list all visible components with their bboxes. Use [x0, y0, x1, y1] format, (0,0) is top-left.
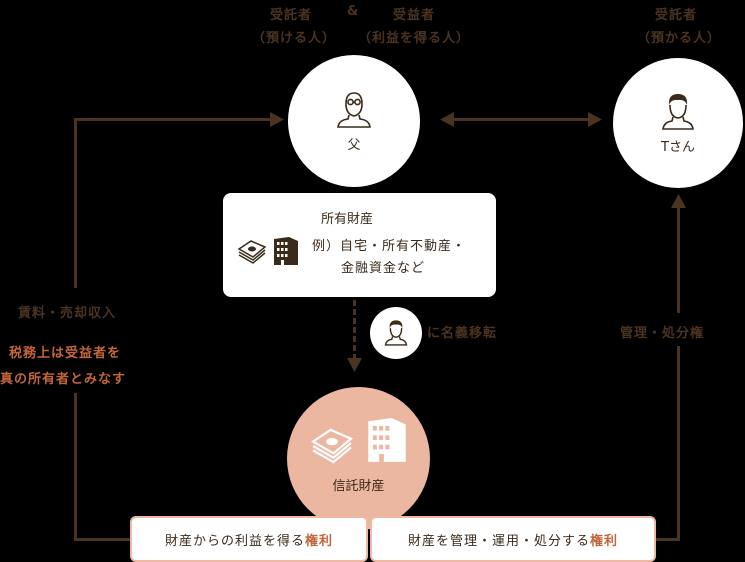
arrow-up-icon — [671, 194, 686, 208]
settlor-desc-label: （預ける人） — [252, 31, 337, 46]
father-name: 父 — [347, 137, 361, 153]
trustee-desc-label: （預かる人） — [637, 31, 722, 46]
trustee-node: Tさん — [613, 58, 743, 188]
money-stack-icon — [237, 240, 267, 264]
benefit-rights-box: 財産からの利益を得る権利 — [130, 516, 368, 562]
money-stack-icon — [310, 428, 353, 464]
management-line-upper — [677, 205, 680, 313]
management-label: 管理・処分権 — [620, 326, 705, 341]
income-label: 賃料・売却収入 — [18, 306, 117, 321]
management-line-bottom — [652, 538, 680, 541]
management-line-lower — [677, 346, 680, 541]
income-line-top — [74, 118, 274, 121]
ampersand-label: & — [347, 4, 360, 19]
arrow-right-icon — [588, 112, 602, 127]
person-icon — [384, 320, 408, 346]
building-icon — [367, 418, 406, 462]
management-rights-box: 財産を管理・運用・処分する権利 — [370, 516, 656, 562]
management-rights-text: 財産を管理・運用・処分する — [407, 533, 590, 549]
arrow-left-icon — [440, 112, 454, 127]
property-title: 所有財産 — [321, 212, 374, 227]
father-node: 父 — [288, 55, 420, 187]
income-line-upper — [74, 118, 77, 288]
relation-line — [444, 118, 594, 121]
settlor-role-label: 受託者 — [270, 8, 313, 23]
trust-property-node: 信託財産 — [287, 387, 430, 530]
arrow-right-icon — [270, 112, 284, 127]
property-example-line1: 例）自宅・所有不動産・ — [312, 239, 467, 254]
building-icon — [274, 237, 298, 265]
beneficiary-desc-label: （利益を得る人） — [358, 31, 471, 46]
transfer-label: に名義移転 — [427, 326, 498, 341]
income-line-lower — [74, 393, 77, 541]
arrow-down-icon — [347, 358, 362, 372]
trust-property-name: 信託財産 — [332, 479, 385, 494]
trustee-role-label: 受託者 — [655, 8, 698, 23]
tax-note-line1: 税務上は受益者を — [9, 346, 122, 361]
benefit-rights-text: 財産からの利益を得る — [164, 533, 305, 549]
person-icon — [662, 93, 694, 130]
benefit-rights-accent: 権利 — [305, 533, 334, 549]
tax-note-line2: 真の所有者とみなす — [0, 372, 127, 387]
income-line-bottom — [74, 538, 132, 541]
management-rights-accent: 権利 — [590, 533, 619, 549]
property-box: 所有財産 例）自宅・所有不動産・ 金融資金など — [223, 193, 496, 297]
person-glasses-icon — [337, 91, 371, 128]
transfer-dashed-line — [353, 300, 356, 360]
trustee-name: Tさん — [661, 139, 695, 155]
transfer-person-node — [370, 307, 422, 359]
money-building-icon — [309, 415, 409, 465]
beneficiary-role-label: 受益者 — [393, 8, 436, 23]
property-example-line2: 金融資金など — [341, 261, 426, 276]
